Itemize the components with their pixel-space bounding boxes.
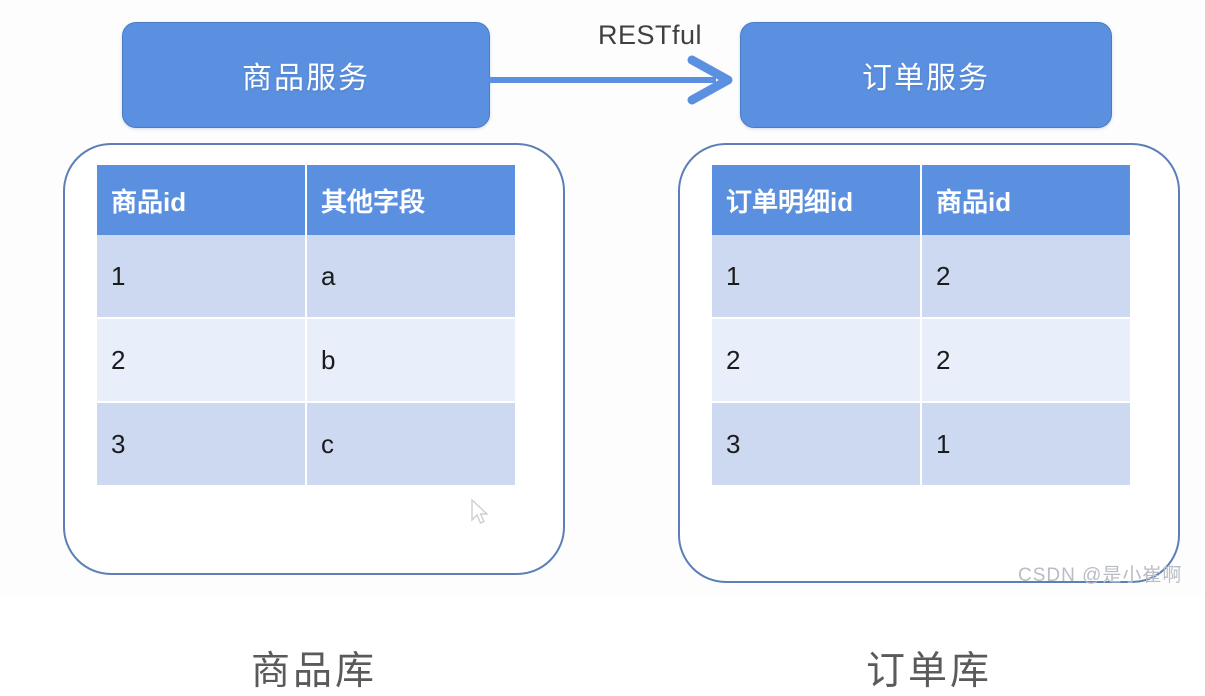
cell: 2 — [97, 318, 307, 403]
column-header-product-other: 其他字段 — [306, 165, 515, 235]
table-order: 订单明细id 商品id 1 2 2 2 3 1 — [712, 165, 1130, 487]
table-row: 3 1 — [712, 402, 1130, 487]
cell: 1 — [712, 235, 922, 319]
service-box-product[interactable]: 商品服务 — [122, 22, 490, 128]
column-header-order-detail-id: 订单明细id — [712, 165, 922, 235]
service-box-order-label: 订单服务 — [862, 62, 990, 95]
database-title-product: 商品库 — [250, 650, 377, 693]
database-title-order: 订单库 — [865, 650, 992, 693]
mouse-cursor-icon — [468, 498, 500, 528]
table-row: 1 2 — [712, 235, 1130, 319]
cell: b — [306, 318, 515, 403]
cell: 1 — [921, 402, 1130, 487]
cell: 3 — [712, 402, 922, 487]
table-row: 3 c — [97, 402, 515, 487]
cell: 2 — [921, 235, 1130, 319]
table-row: 1 a — [97, 235, 515, 319]
cell: 2 — [921, 318, 1130, 403]
service-box-order[interactable]: 订单服务 — [740, 22, 1112, 128]
cell: c — [306, 402, 515, 487]
csdn-watermark: CSDN @是小崔啊 — [1018, 565, 1183, 586]
table-row: 2 2 — [712, 318, 1130, 403]
diagram-canvas: 商品服务 订单服务 RESTful 商品库 商品id 其他字段 1 a — [63, 20, 1183, 693]
column-header-order-product-id: 商品id — [921, 165, 1130, 235]
table-row: 2 b — [97, 318, 515, 403]
cell: a — [306, 235, 515, 319]
column-header-product-id: 商品id — [97, 165, 307, 235]
table-header-row: 订单明细id 商品id — [712, 165, 1130, 235]
connector-label: RESTful — [597, 20, 703, 50]
restful-arrow — [488, 52, 744, 108]
service-box-product-label: 商品服务 — [242, 62, 370, 95]
cell: 1 — [97, 235, 307, 319]
cell: 2 — [712, 318, 922, 403]
cell: 3 — [97, 402, 307, 487]
arrow-icon — [488, 55, 733, 105]
table-product: 商品id 其他字段 1 a 2 b 3 c — [97, 165, 515, 487]
table-header-row: 商品id 其他字段 — [97, 165, 515, 235]
